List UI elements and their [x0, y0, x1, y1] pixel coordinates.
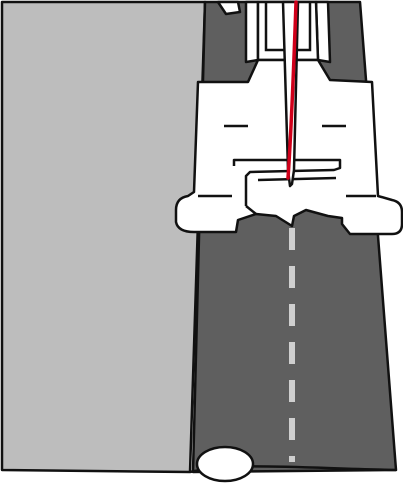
presser-foot-details [198, 124, 376, 215]
fabric-fold [195, 445, 255, 483]
light-fabric-layer [0, 0, 207, 474]
thread [286, 0, 298, 180]
